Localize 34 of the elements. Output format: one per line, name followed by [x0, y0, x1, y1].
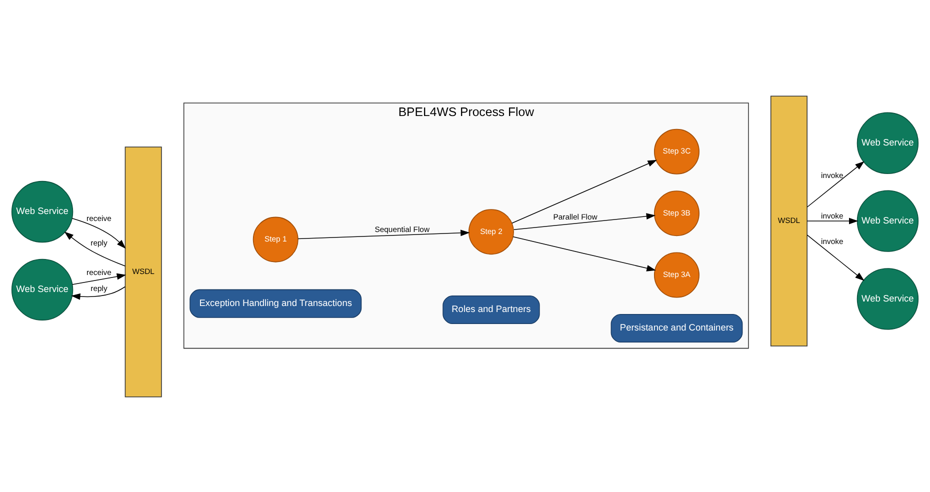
arrow [298, 229, 470, 239]
edge-label: receive [86, 214, 112, 223]
edge-label: reply [90, 284, 108, 293]
arrow [72, 272, 126, 284]
node-circle: Web Service [856, 268, 919, 330]
arrow [806, 217, 858, 224]
arrow [72, 217, 126, 248]
node-box: WSDL [770, 95, 808, 346]
arrow [513, 212, 656, 230]
node-box: Exception Handling and Transactions [190, 288, 362, 318]
node-box: Roles and Partners [442, 294, 540, 324]
edge-label: Parallel Flow [553, 212, 598, 222]
edge-label: invoke [821, 170, 844, 180]
arrow [512, 236, 656, 271]
node-circle: Web Service [856, 112, 919, 174]
node-box: Persistance and Containers [610, 314, 743, 342]
arrow [806, 234, 864, 280]
arrow [512, 159, 658, 223]
edge-label: reply [90, 238, 108, 248]
node-circle: Web Service [856, 190, 919, 252]
node-circle: Step 3C [654, 128, 700, 174]
node-box: WSDL [124, 146, 162, 397]
node-circle: Step 2 [468, 208, 514, 254]
arrow [806, 160, 864, 207]
edge-label: invoke [821, 236, 844, 246]
arrow [71, 286, 126, 300]
node-circle: Step 1 [252, 216, 298, 262]
node-circle: Step 3A [654, 252, 700, 298]
arrow [64, 231, 126, 266]
node-circle: Web Service [11, 258, 74, 320]
edge-label: Sequential Flow [374, 224, 430, 234]
edge-label: receive [86, 268, 112, 277]
node-circle: Step 3B [654, 190, 700, 236]
edge-label: invoke [821, 211, 844, 220]
